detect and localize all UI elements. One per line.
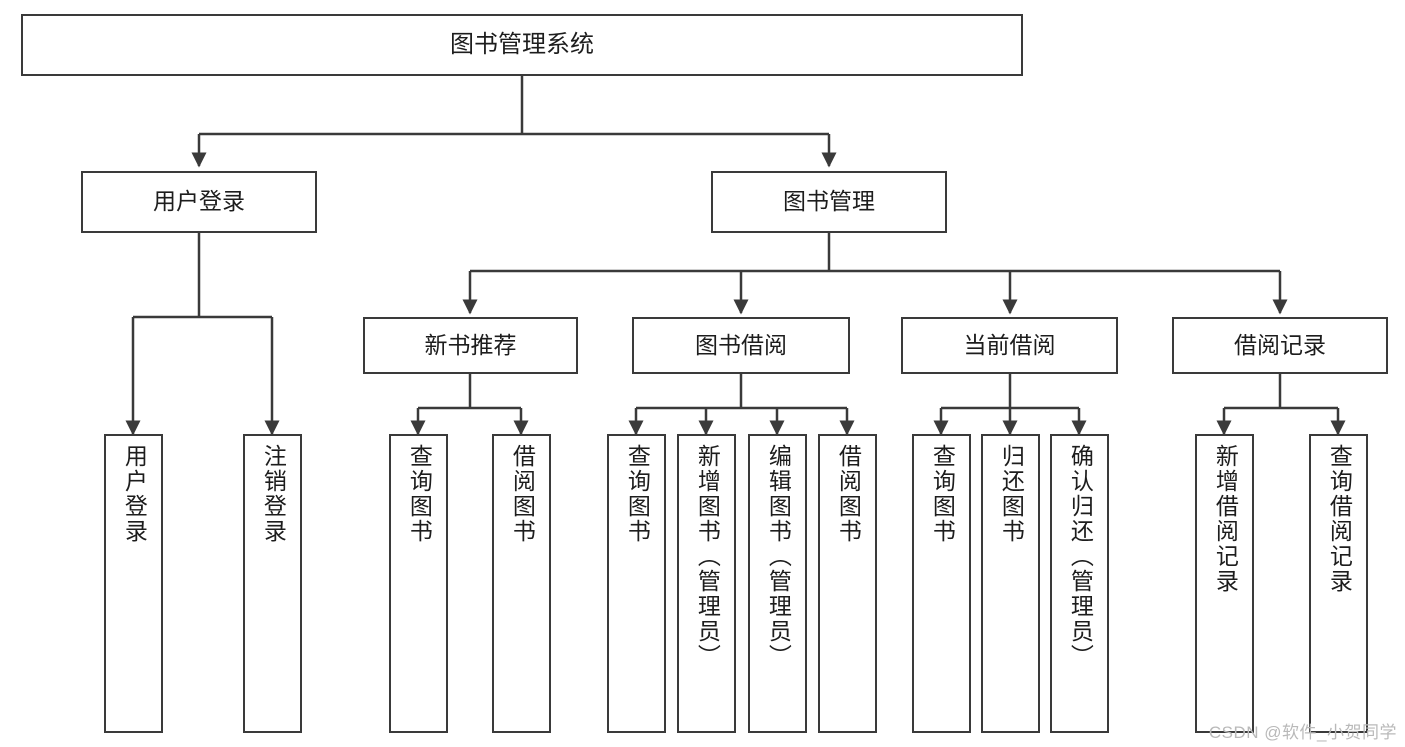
leaf-borrow-book[interactable]: 借阅图书 (818, 434, 877, 733)
leaf-user-login[interactable]: 用户登录 (104, 434, 163, 733)
node-book-borrow[interactable]: 图书借阅 (632, 317, 850, 374)
node-label: 确认归还（管理员） (1067, 444, 1094, 669)
node-label: 查询图书 (929, 444, 956, 544)
leaf-edit-book-admin[interactable]: 编辑图书（管理员） (748, 434, 807, 733)
node-label: 新增借阅记录 (1212, 444, 1239, 594)
node-label: 借阅图书 (509, 444, 536, 544)
leaf-query-book-current[interactable]: 查询图书 (912, 434, 971, 733)
node-label: 用户登录 (153, 188, 245, 215)
node-label: 图书借阅 (695, 331, 787, 358)
node-label: 用户登录 (121, 444, 148, 544)
leaf-query-book-borrow[interactable]: 查询图书 (607, 434, 666, 733)
node-label: 图书管理系统 (450, 30, 594, 58)
node-label: 查询图书 (406, 444, 433, 544)
leaf-return-book[interactable]: 归还图书 (981, 434, 1040, 733)
node-root-system[interactable]: 图书管理系统 (21, 14, 1023, 76)
leaf-query-borrow-record[interactable]: 查询借阅记录 (1309, 434, 1368, 733)
leaf-add-borrow-record[interactable]: 新增借阅记录 (1195, 434, 1254, 733)
leaf-logout[interactable]: 注销登录 (243, 434, 302, 733)
leaf-query-book-recommend[interactable]: 查询图书 (389, 434, 448, 733)
node-label: 新书推荐 (424, 331, 517, 358)
node-label: 查询借阅记录 (1326, 444, 1353, 594)
node-user-login[interactable]: 用户登录 (81, 171, 317, 233)
node-book-management[interactable]: 图书管理 (711, 171, 947, 233)
node-label: 新增图书（管理员） (694, 444, 721, 669)
node-current-borrow[interactable]: 当前借阅 (901, 317, 1118, 374)
node-label: 注销登录 (260, 444, 287, 544)
node-new-book-recommend[interactable]: 新书推荐 (363, 317, 578, 374)
node-borrow-record[interactable]: 借阅记录 (1172, 317, 1388, 374)
node-label: 借阅记录 (1234, 331, 1326, 358)
node-label: 编辑图书（管理员） (765, 444, 792, 669)
node-label: 图书管理 (783, 188, 875, 215)
node-label: 当前借阅 (963, 331, 1056, 358)
leaf-confirm-return-admin[interactable]: 确认归还（管理员） (1050, 434, 1109, 733)
node-label: 查询图书 (624, 444, 651, 544)
leaf-borrow-book-recommend[interactable]: 借阅图书 (492, 434, 551, 733)
leaf-add-book-admin[interactable]: 新增图书（管理员） (677, 434, 736, 733)
node-label: 借阅图书 (835, 444, 862, 544)
node-label: 归还图书 (998, 444, 1025, 544)
